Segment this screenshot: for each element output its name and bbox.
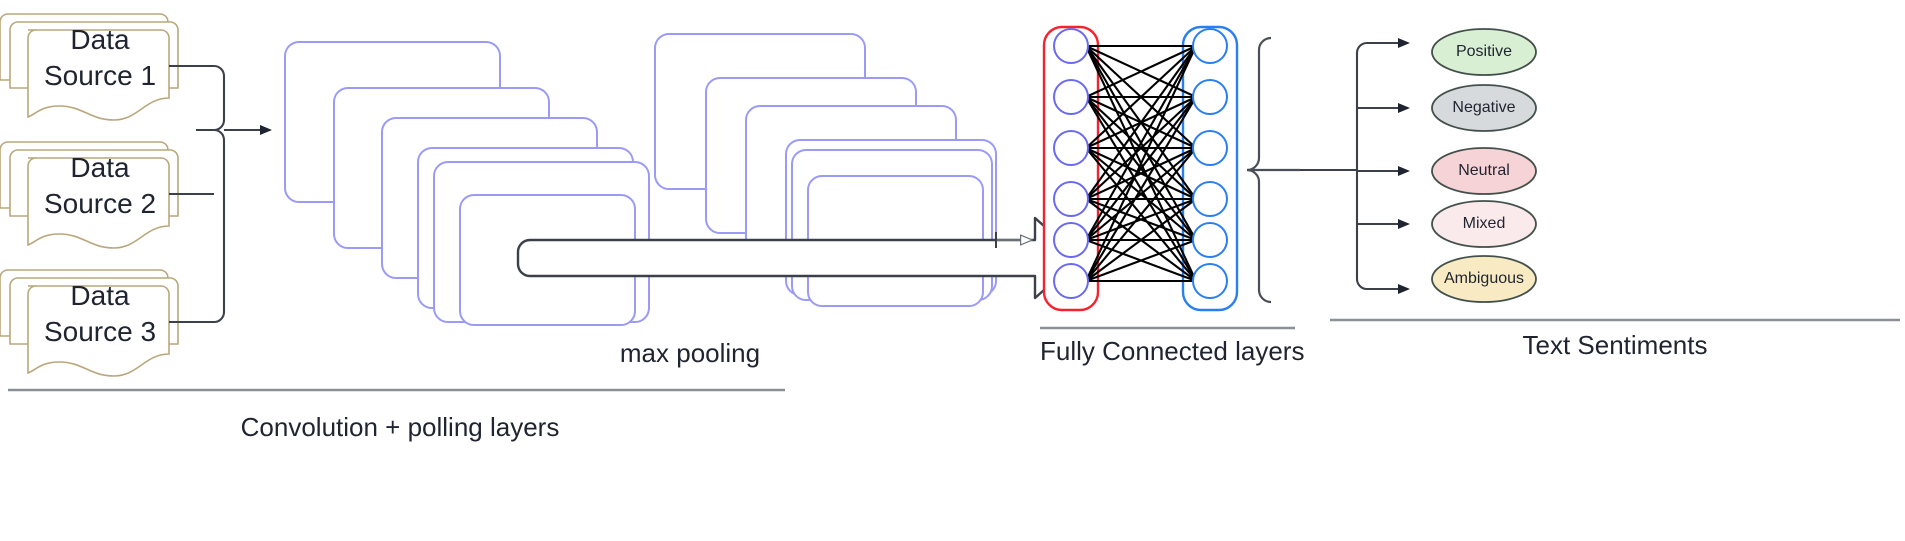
fc-right-node-4 (1192, 181, 1228, 217)
data-source-1-line2: Source 1 (43, 60, 157, 91)
sentiment-ellipse-negative[interactable] (1431, 84, 1537, 132)
fc-left-node-6 (1053, 263, 1089, 299)
data-source-3-stack[interactable] (0, 269, 179, 377)
data-source-2-label: Data Source 2 (30, 150, 170, 222)
pool-to-fc-connector (995, 232, 1032, 248)
fc-left-node-4 (1053, 181, 1089, 217)
data-source-2-line1: Data (70, 152, 130, 183)
max-pooling-arrow-icon (516, 216, 1082, 300)
fc-right-node-6 (1192, 263, 1228, 299)
data-source-merge-connector (169, 64, 272, 324)
doc-front-1 (27, 29, 170, 121)
fc-right-node-3 (1192, 130, 1228, 166)
fc-right-node-1 (1192, 28, 1228, 64)
section-label-text-sentiments: Text Sentiments (1522, 330, 1708, 360)
data-source-2-stack[interactable] (0, 141, 179, 249)
section-label-convolution: Convolution + polling layers (240, 412, 560, 442)
sentiment-nodes[interactable] (1431, 28, 1537, 303)
fc-left-node-5 (1053, 222, 1089, 258)
data-source-1-line1: Data (70, 24, 130, 55)
section-label-fully-connected: Fully Connected layers (1040, 336, 1305, 366)
fc-left-node-2 (1053, 79, 1089, 115)
doc-front-2 (27, 157, 170, 249)
fc-left-node-3 (1053, 130, 1089, 166)
sentiment-ellipse-positive[interactable] (1431, 28, 1537, 76)
fc-right-node-2 (1192, 79, 1228, 115)
sentiment-fanout-connector (1300, 38, 1410, 294)
data-source-3-line1: Data (70, 280, 130, 311)
data-source-2-line2: Source 2 (43, 188, 157, 219)
data-source-1-stack[interactable] (0, 13, 179, 121)
sentiment-ellipse-mixed[interactable] (1431, 200, 1537, 248)
data-source-3-line2: Source 3 (43, 316, 157, 347)
doc-front-3 (27, 285, 170, 377)
sentiment-ellipse-ambiguous[interactable] (1431, 255, 1537, 303)
fully-connected-block[interactable] (1042, 25, 1239, 312)
data-source-3-label: Data Source 3 (30, 278, 170, 350)
fc-right-nodes (1192, 28, 1228, 299)
fc-right-node-5 (1192, 222, 1228, 258)
sentiment-ellipse-neutral[interactable] (1431, 147, 1537, 195)
data-source-1-label: Data Source 1 (30, 22, 170, 94)
fc-left-nodes (1053, 28, 1089, 299)
convolution-layer-stack[interactable] (284, 41, 650, 326)
section-label-max-pooling: max pooling (619, 338, 761, 368)
fc-edges (1085, 44, 1197, 283)
fc-left-node-1 (1053, 28, 1089, 64)
